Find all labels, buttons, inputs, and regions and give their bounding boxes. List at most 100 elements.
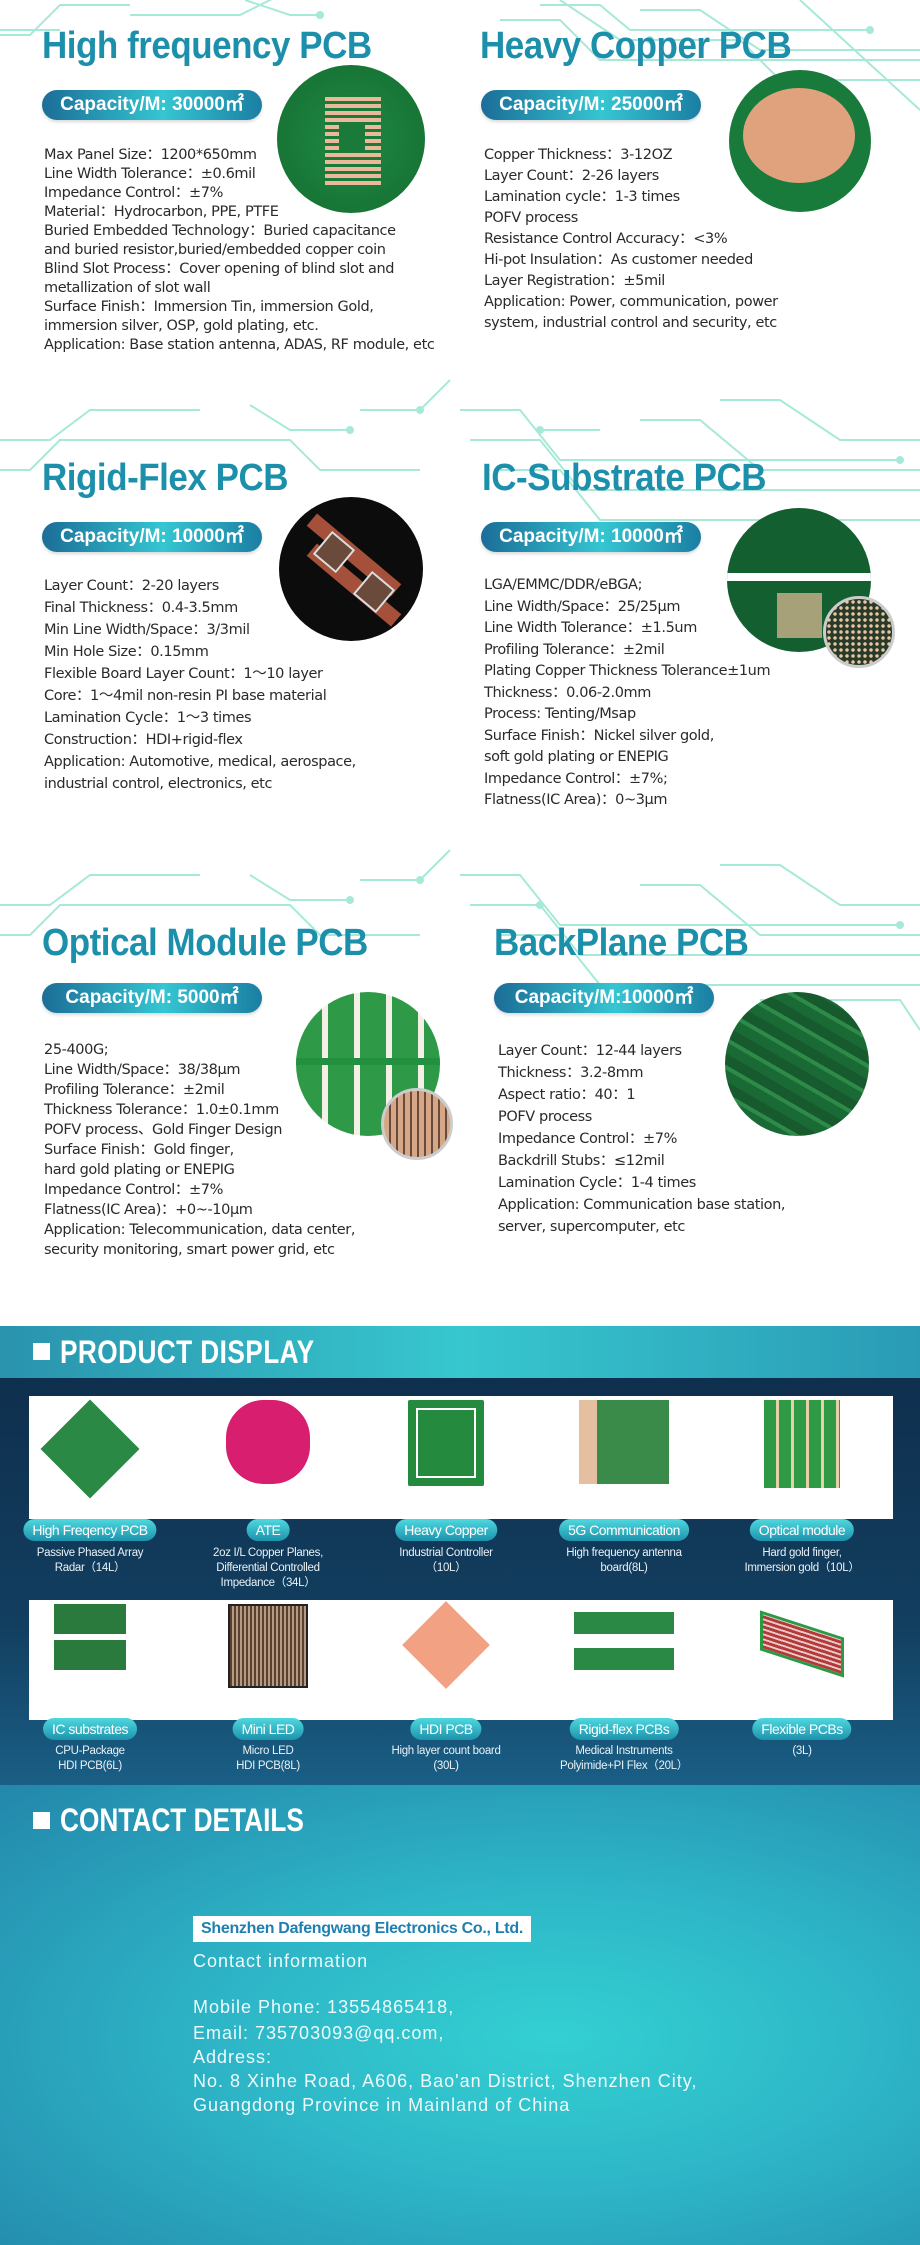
spec-line: Layer Count：2-20 layers	[44, 578, 219, 594]
phone: Mobile Phone: 13554865418,	[193, 1997, 455, 2017]
caption-line: Immersion gold（10L）	[744, 1562, 860, 1574]
pcb-type-high-frequency: High frequency PCB Capacity/M: 30000㎡ Ma…	[0, 0, 920, 410]
capacity-badge: Capacity/M: 10000㎡	[481, 522, 701, 552]
spec-line: Max Panel Size：1200*650mm	[44, 147, 257, 163]
antenna-board-image	[579, 1400, 669, 1484]
capacity-badge: Capacity/M: 30000㎡	[42, 90, 262, 120]
spec-line: Aspect ratio：40：1	[498, 1087, 636, 1103]
capacity-badge: Capacity/M: 10000㎡	[42, 522, 262, 552]
spec-line: Thickness Tolerance：1.0±0.1mm	[44, 1102, 279, 1118]
spec-line: POFV process、Gold Finger Design	[44, 1122, 283, 1138]
spec-line: Core：1～4mil non-resin PI base material	[44, 688, 327, 704]
product-label: Flexible PCBs	[752, 1718, 852, 1740]
spec-line: Thickness：0.06-2.0mm	[484, 684, 651, 701]
product-label: Rigid-flex PCBs	[569, 1718, 679, 1740]
caption-line: Micro LED	[242, 1745, 294, 1757]
caption-line: (30L)	[433, 1760, 459, 1772]
spec-line: Impedance Control：±7%;	[484, 770, 668, 787]
caption-line: Medical Instruments	[575, 1745, 673, 1757]
spec-line: Min Line Width/Space：3/3mil	[44, 622, 250, 638]
spec-line: Backdrill Stubs：≤12mil	[498, 1153, 665, 1169]
section-heading: CONTACT DETAILS	[60, 1802, 304, 1838]
contact-subtitle: Contact information	[193, 1951, 369, 1971]
spec-line: Process: Tenting/Msap	[484, 706, 636, 722]
address-line-1: No. 8 Xinhe Road, A606, Bao'an District,…	[193, 2071, 698, 2091]
spec-line: server, supercomputer, etc	[498, 1219, 685, 1235]
pcb-type-heavy-copper: Heavy Copper PCB Capacity/M: 25000㎡ Copp…	[0, 0, 920, 410]
spec-line: LGA/EMMC/DDR/eBGA;	[484, 577, 643, 593]
product-tile[interactable]: Flexible PCBs (3L)	[716, 1604, 888, 1757]
product-label: ATE	[246, 1519, 290, 1541]
caption-line: Hard gold finger,	[762, 1547, 842, 1559]
product-label: Optical module	[749, 1519, 855, 1541]
section-title: Heavy Copper PCB	[480, 25, 792, 67]
capacity-badge: Capacity/M: 5000㎡	[42, 983, 262, 1013]
square-bullet-icon	[33, 1343, 50, 1360]
product-display-header: PRODUCT DISPLAY	[0, 1326, 920, 1378]
rigid-flex-boards-image	[574, 1612, 674, 1682]
caption-line: HDI PCB(8L)	[236, 1760, 300, 1772]
spec-line: Layer Count：12-44 layers	[498, 1043, 682, 1059]
caption-line: HDI PCB(6L)	[58, 1760, 122, 1772]
gold-finger-panel-image	[764, 1400, 840, 1488]
spec-line: Line Width Tolerance：±0.6mil	[44, 166, 256, 182]
ic-substrate-strips-image	[54, 1604, 126, 1688]
spec-line: Profiling Tolerance：±2mil	[44, 1082, 225, 1098]
spec-list: LGA/EMMC/DDR/eBGA; Line Width/Space：25/25…	[484, 575, 771, 812]
spec-line: Layer Registration：±5mil	[484, 273, 665, 289]
spec-line: Flatness(IC Area)：0~3μm	[484, 792, 668, 808]
spec-line: Material：Hydrocarbon, PPE, PTFE	[44, 204, 279, 220]
section-title: Optical Module PCB	[42, 922, 368, 964]
section-heading: PRODUCT DISPLAY	[60, 1334, 315, 1370]
spec-line: industrial control, electronics, etc	[44, 776, 273, 792]
spec-line: Profiling Tolerance：±2mil	[484, 641, 665, 658]
spec-line: Lamination Cycle：1～3 times	[44, 710, 252, 726]
spec-line: Surface Finish：Nickel silver gold,	[484, 727, 714, 744]
spec-line: Surface Finish：Gold finger,	[44, 1142, 234, 1158]
spec-line: Hi-pot Insulation：As customer needed	[484, 252, 753, 268]
spec-line: POFV process	[498, 1109, 592, 1125]
spec-line: Application: Automotive, medical, aerosp…	[44, 754, 356, 770]
caption-line: High frequency antenna	[566, 1547, 682, 1559]
product-label: 5G Communication	[559, 1519, 689, 1541]
product-caption: High layer count board(30L)	[360, 1744, 532, 1774]
product-caption: Micro LED HDI PCB(8L)	[182, 1744, 354, 1774]
caption-line: Impedance（34L）	[220, 1577, 316, 1589]
gold-finger-detail-lens	[381, 1088, 453, 1160]
product-caption: (3L)	[716, 1744, 888, 1759]
spec-line: Blind Slot Process：Cover opening of blin…	[44, 261, 395, 277]
product-label: Heavy Copper	[395, 1519, 497, 1541]
spec-line: Copper Thickness：3-12OZ	[484, 147, 673, 163]
caption-line: 2oz I/L Copper Planes,	[213, 1547, 323, 1559]
spec-line: security monitoring, smart power grid, e…	[44, 1242, 335, 1258]
spec-line: Application: Base station antenna, ADAS,…	[44, 337, 435, 353]
square-bullet-icon	[33, 1812, 50, 1829]
company-name: Shenzhen Dafengwang Electronics Co., Ltd…	[193, 1916, 531, 1942]
spec-line: Thickness：3.2-8mm	[498, 1065, 644, 1081]
spec-line: Application: Telecommunication, data cen…	[44, 1222, 356, 1238]
caption-line: Radar（14L）	[54, 1562, 126, 1574]
mini-led-panel-image	[228, 1604, 308, 1688]
pcb-type-optical-module: Optical Module PCB Capacity/M: 5000㎡ 25-…	[0, 880, 920, 1320]
caption-line: Industrial Controller	[399, 1547, 493, 1559]
capacity-badge: Capacity/M:10000㎡	[494, 983, 714, 1013]
high-frequency-pcb-photo	[277, 65, 425, 213]
spec-line: Lamination cycle：1-3 times	[484, 189, 680, 205]
spec-line: Impedance Control：±7%	[498, 1131, 677, 1147]
spec-line: Plating Copper Thickness Tolerance±1um	[484, 663, 771, 679]
spec-line: Line Width/Space：25/25μm	[484, 598, 681, 615]
round-pink-board-image	[226, 1400, 310, 1484]
